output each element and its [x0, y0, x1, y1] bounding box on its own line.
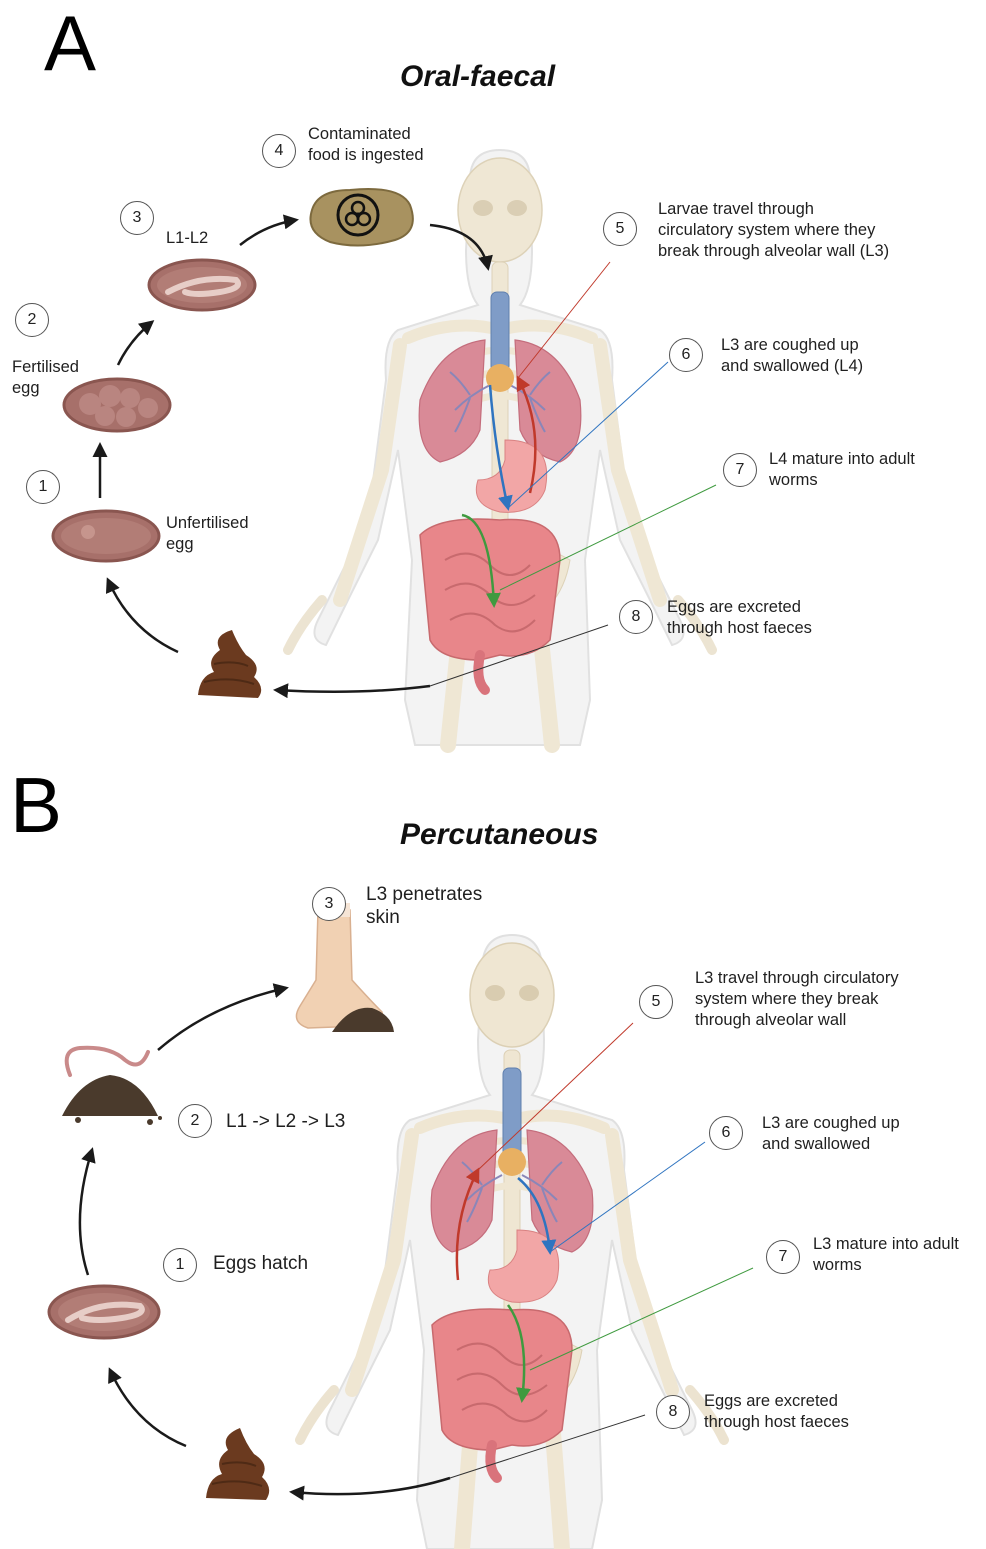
step-label-3: L1-L2 [166, 228, 208, 249]
panel-a-illustration [0, 0, 986, 760]
step-label-4: Contaminated food is ingested [308, 124, 424, 166]
cycle-arrow-to-egg [108, 580, 178, 652]
step-number-5: 5 [603, 212, 637, 246]
faeces-icon [206, 1428, 269, 1500]
soil-larva-icon [62, 1048, 162, 1125]
step-label-1: Eggs hatch [213, 1252, 308, 1275]
step-label-6: L3 are coughed up and swallowed (L4) [721, 335, 863, 377]
panel-letter: A [44, 4, 96, 82]
fertilised-egg-icon [64, 379, 170, 431]
step-label-1: Unfertilised egg [166, 513, 249, 555]
step-label-8: Eggs are excreted through host faeces [667, 597, 812, 639]
step-label-7: L4 mature into adult worms [769, 449, 915, 491]
step-number-8: 8 [656, 1395, 690, 1429]
panel-title: Oral-faecal [400, 60, 555, 94]
step-number-4: 4 [262, 134, 296, 168]
panel-title: Percutaneous [400, 818, 598, 852]
step-number-3: 3 [312, 887, 346, 921]
step-number-8: 8 [619, 600, 653, 634]
step-number-1: 1 [163, 1248, 197, 1282]
step-number-2: 2 [178, 1104, 212, 1138]
step-number-3: 3 [120, 201, 154, 235]
step-label-5: Larvae travel through circulatory system… [658, 199, 889, 262]
hatching-egg-icon [49, 1286, 159, 1338]
step-number-1: 1 [26, 470, 60, 504]
step-number-5: 5 [639, 985, 673, 1019]
step-label-3: L3 penetrates skin [366, 883, 482, 929]
step-number-6: 6 [709, 1116, 743, 1150]
panel-a-oral-faecal: A Oral-faecal 1 Unfertilised egg 2 Ferti… [0, 0, 986, 760]
arrow-soil-to-foot [158, 988, 286, 1050]
unfertilised-egg-icon [53, 511, 159, 561]
arrow-egg-to-soil [80, 1150, 92, 1275]
panel-b-percutaneous: B Percutaneous 1 Eggs hatch 2 L1 -> L2 -… [0, 760, 986, 1549]
trachea [491, 292, 509, 372]
intestines [420, 519, 560, 660]
step-number-7: 7 [766, 1240, 800, 1274]
step-label-6: L3 are coughed up and swallowed [762, 1113, 900, 1155]
arrow-fertilised-to-larvae [118, 322, 152, 365]
step-label-5: L3 travel through circulatory system whe… [695, 968, 899, 1031]
arrow-larvae-to-food [240, 220, 296, 245]
step-label-2: Fertilised egg [12, 357, 79, 399]
step-label-7: L3 mature into adult worms [813, 1234, 959, 1276]
panel-letter: B [10, 766, 62, 844]
larvated-egg-icon [149, 260, 255, 310]
step-number-7: 7 [723, 453, 757, 487]
contaminated-food-icon [310, 189, 412, 246]
step-number-6: 6 [669, 338, 703, 372]
cycle-arrow-to-egg [110, 1370, 186, 1446]
step-label-8: Eggs are excreted through host faeces [704, 1391, 849, 1433]
step-number-2: 2 [15, 303, 49, 337]
step-label-2: L1 -> L2 -> L3 [226, 1110, 345, 1133]
faeces-icon [198, 630, 261, 698]
